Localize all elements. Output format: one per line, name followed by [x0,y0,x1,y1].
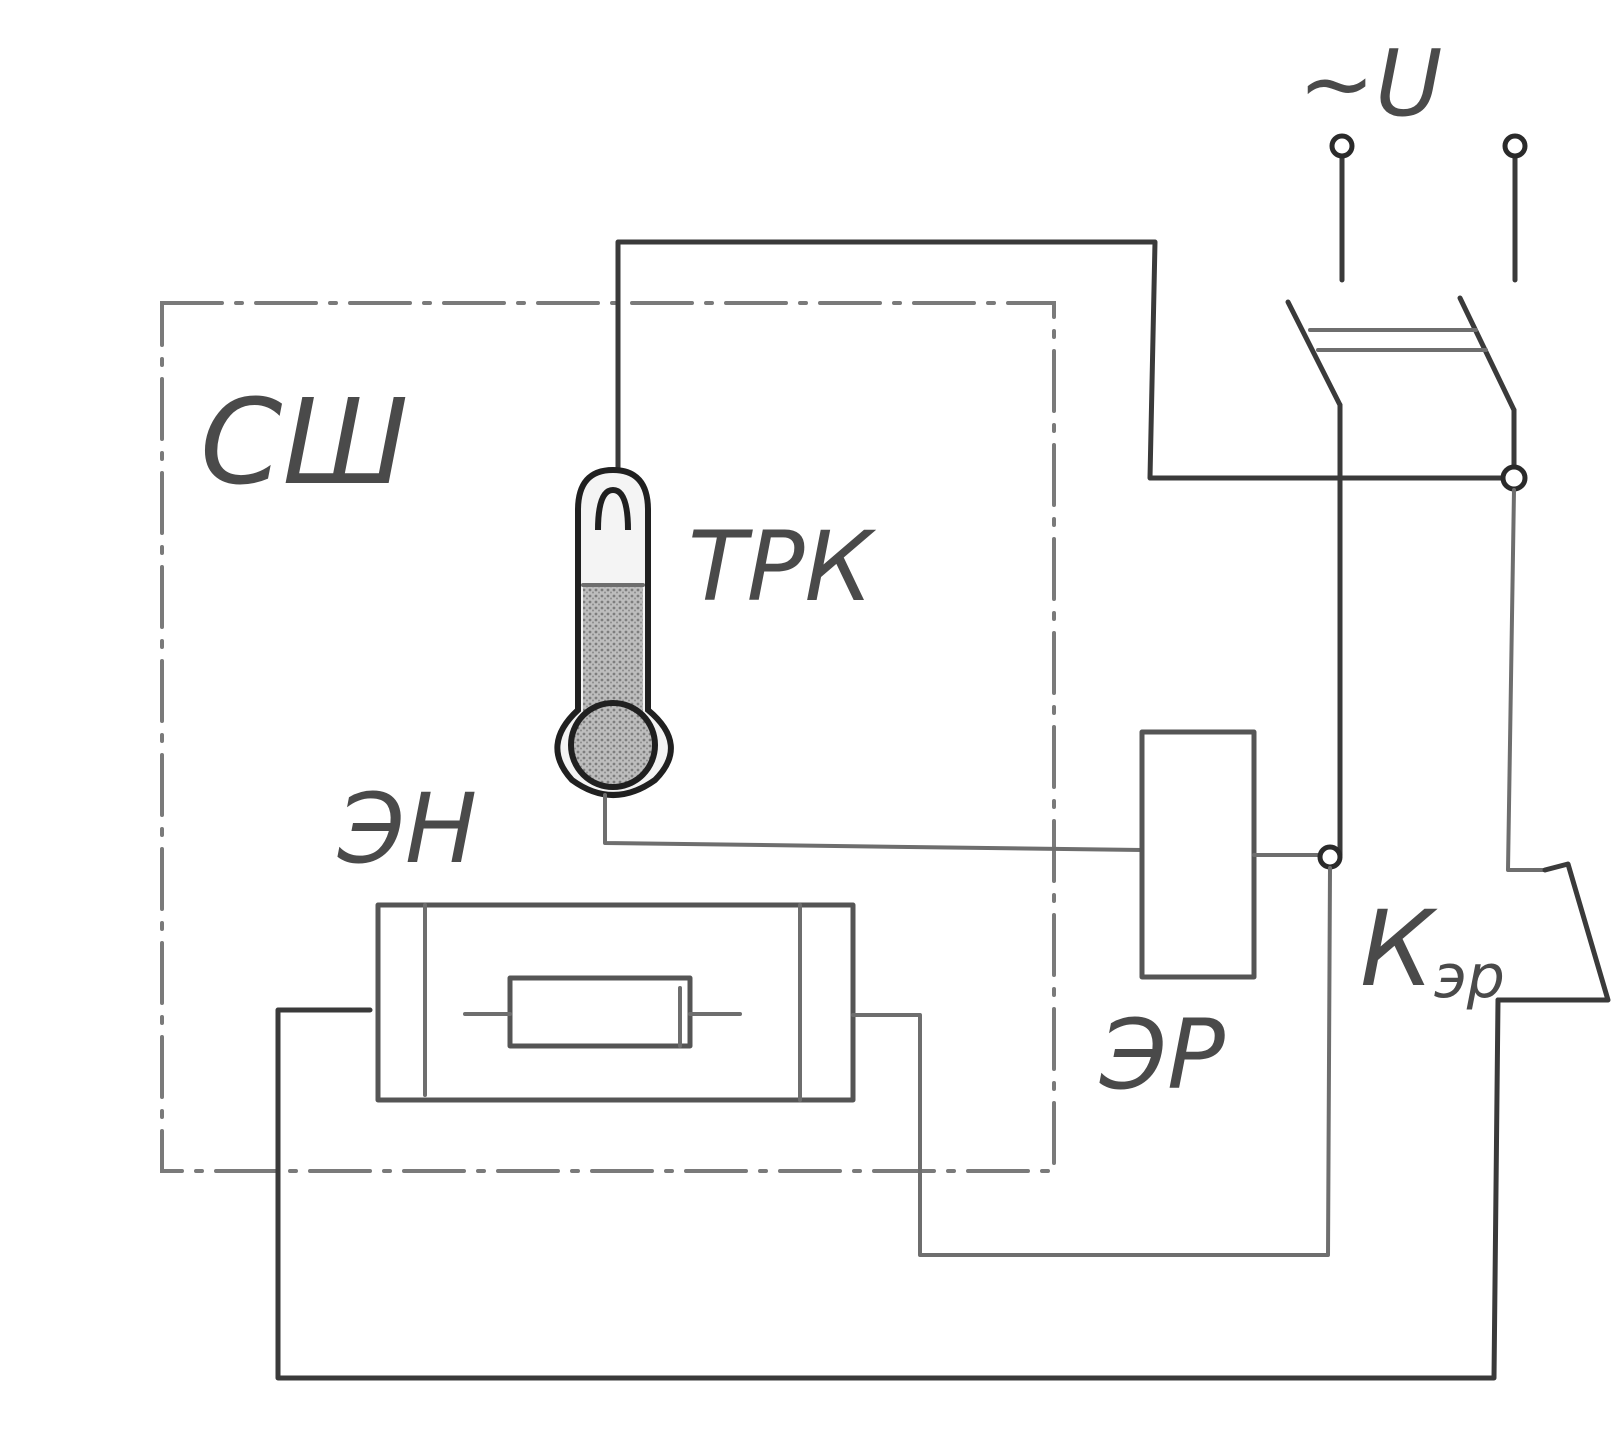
label-chamber: СШ [200,373,409,511]
supply-terminal-right [1502,133,1528,283]
wire-heater-right [851,866,1332,1257]
wire-thermo-top [615,239,1517,481]
heater [375,902,856,1103]
relay-contact-kep [1495,861,1611,1003]
thermocontact [554,466,674,798]
supply-terminal-left [1329,133,1355,283]
junction-coil [1317,844,1343,870]
junction-right-top [1500,464,1528,492]
chamber-boundary [160,301,1056,1173]
main-switch [1285,295,1517,858]
wire-thermo-bottom [603,793,1144,852]
label-heater: ЭН [337,773,477,885]
label-thermocontact: ТРК [688,511,877,623]
wire-right-rail [1506,488,1547,872]
label-contact: Кэр [1360,888,1505,1012]
label-supply: ~U [1298,30,1442,137]
relay-coil [1139,729,1257,980]
wire-contact-to-bottom [275,997,1501,1381]
label-contact-sub: эр [1434,942,1505,1012]
label-relay: ЭР [1099,999,1225,1111]
